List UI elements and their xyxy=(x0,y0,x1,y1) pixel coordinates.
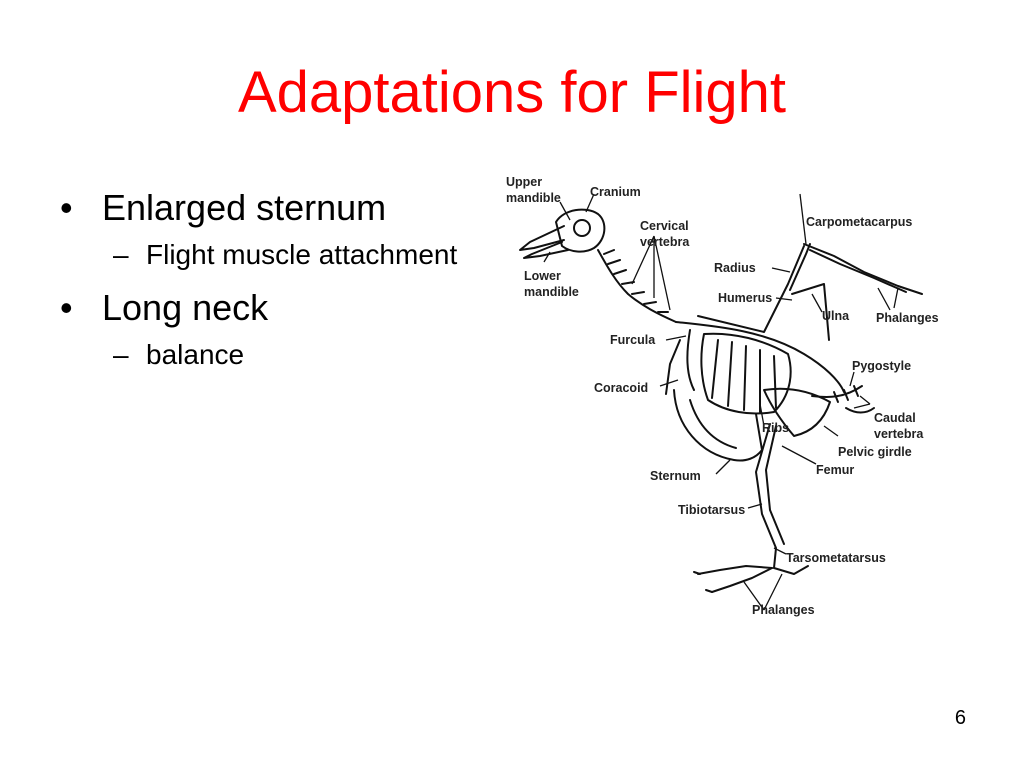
label-cervical-2: vertebra xyxy=(640,235,690,249)
label-tibiotarsus: Tibiotarsus xyxy=(678,503,745,517)
skeleton-illustration xyxy=(519,208,923,593)
label-lower-mandible-2: mandible xyxy=(524,285,579,299)
label-sternum: Sternum xyxy=(650,469,701,483)
label-pelvic-girdle: Pelvic girdle xyxy=(838,445,912,459)
bird-skeleton-figure: Upper mandible Cranium Cervical vertebra… xyxy=(494,164,964,624)
label-cranium: Cranium xyxy=(590,185,641,199)
sub-bullet-text: balance xyxy=(146,339,245,370)
sub-bullet-text: Flight muscle attachment xyxy=(146,239,458,270)
label-cervical-1: Cervical xyxy=(640,219,689,233)
label-ulna: Ulna xyxy=(822,309,850,323)
label-phalanges-wing: Phalanges xyxy=(876,311,939,325)
bullet-text: Enlarged sternum xyxy=(102,187,387,228)
bullet-item: • Long neck xyxy=(58,286,458,330)
bullet-text: Long neck xyxy=(102,287,269,328)
label-caudal-1: Caudal xyxy=(874,411,916,425)
slide-title: Adaptations for Flight xyxy=(237,60,787,125)
label-pygostyle: Pygostyle xyxy=(852,359,911,373)
label-lower-mandible-1: Lower xyxy=(524,269,561,283)
label-phalanges-foot: Phalanges xyxy=(752,603,815,617)
label-carpometacarpus: Carpometacarpus xyxy=(806,215,912,229)
bird-skeleton-diagram: Upper mandible Cranium Cervical vertebra… xyxy=(506,175,939,617)
slide-number: 6 xyxy=(954,707,966,729)
label-radius: Radius xyxy=(714,261,756,275)
dash-icon: – xyxy=(113,239,129,270)
bullet-list: • Enlarged sternum – Flight muscle attac… xyxy=(58,186,458,386)
label-furcula: Furcula xyxy=(610,333,656,347)
bullet-dot-icon: • xyxy=(60,187,73,228)
sub-bullet-item: – balance xyxy=(58,336,458,374)
label-tarsometatarsus: Tarsometatarsus xyxy=(786,551,886,565)
label-caudal-2: vertebra xyxy=(874,427,924,441)
label-humerus: Humerus xyxy=(718,291,772,305)
label-femur: Femur xyxy=(816,463,854,477)
label-upper-mandible-1: Upper xyxy=(506,175,542,189)
label-ribs: Ribs xyxy=(762,421,789,435)
label-upper-mandible-2: mandible xyxy=(506,191,561,205)
label-coracoid: Coracoid xyxy=(594,381,648,395)
dash-icon: – xyxy=(113,339,129,370)
bullet-item: • Enlarged sternum xyxy=(58,186,458,230)
leader-lines xyxy=(543,193,899,611)
bullet-dot-icon: • xyxy=(60,287,73,328)
sub-bullet-item: – Flight muscle attachment xyxy=(58,236,458,274)
